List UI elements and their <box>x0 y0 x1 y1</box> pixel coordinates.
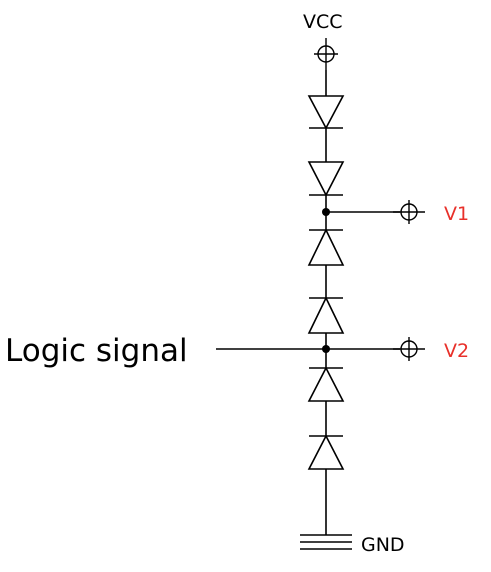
diode-6 <box>307 434 345 470</box>
vcc-terminal <box>314 38 338 70</box>
v1-label: V1 <box>444 203 469 225</box>
diode-3 <box>307 228 345 266</box>
v2-terminal <box>393 337 425 361</box>
v2-label: V2 <box>444 340 469 362</box>
v1-terminal <box>393 200 425 224</box>
ground-symbol <box>300 534 352 550</box>
diode-1 <box>307 95 345 130</box>
diode-2 <box>307 161 345 197</box>
logic-signal-label: Logic signal <box>5 333 188 369</box>
gnd-label: GND <box>361 534 405 556</box>
diode-5 <box>307 366 345 402</box>
diode-4 <box>307 296 345 334</box>
vcc-label: VCC <box>303 11 343 33</box>
